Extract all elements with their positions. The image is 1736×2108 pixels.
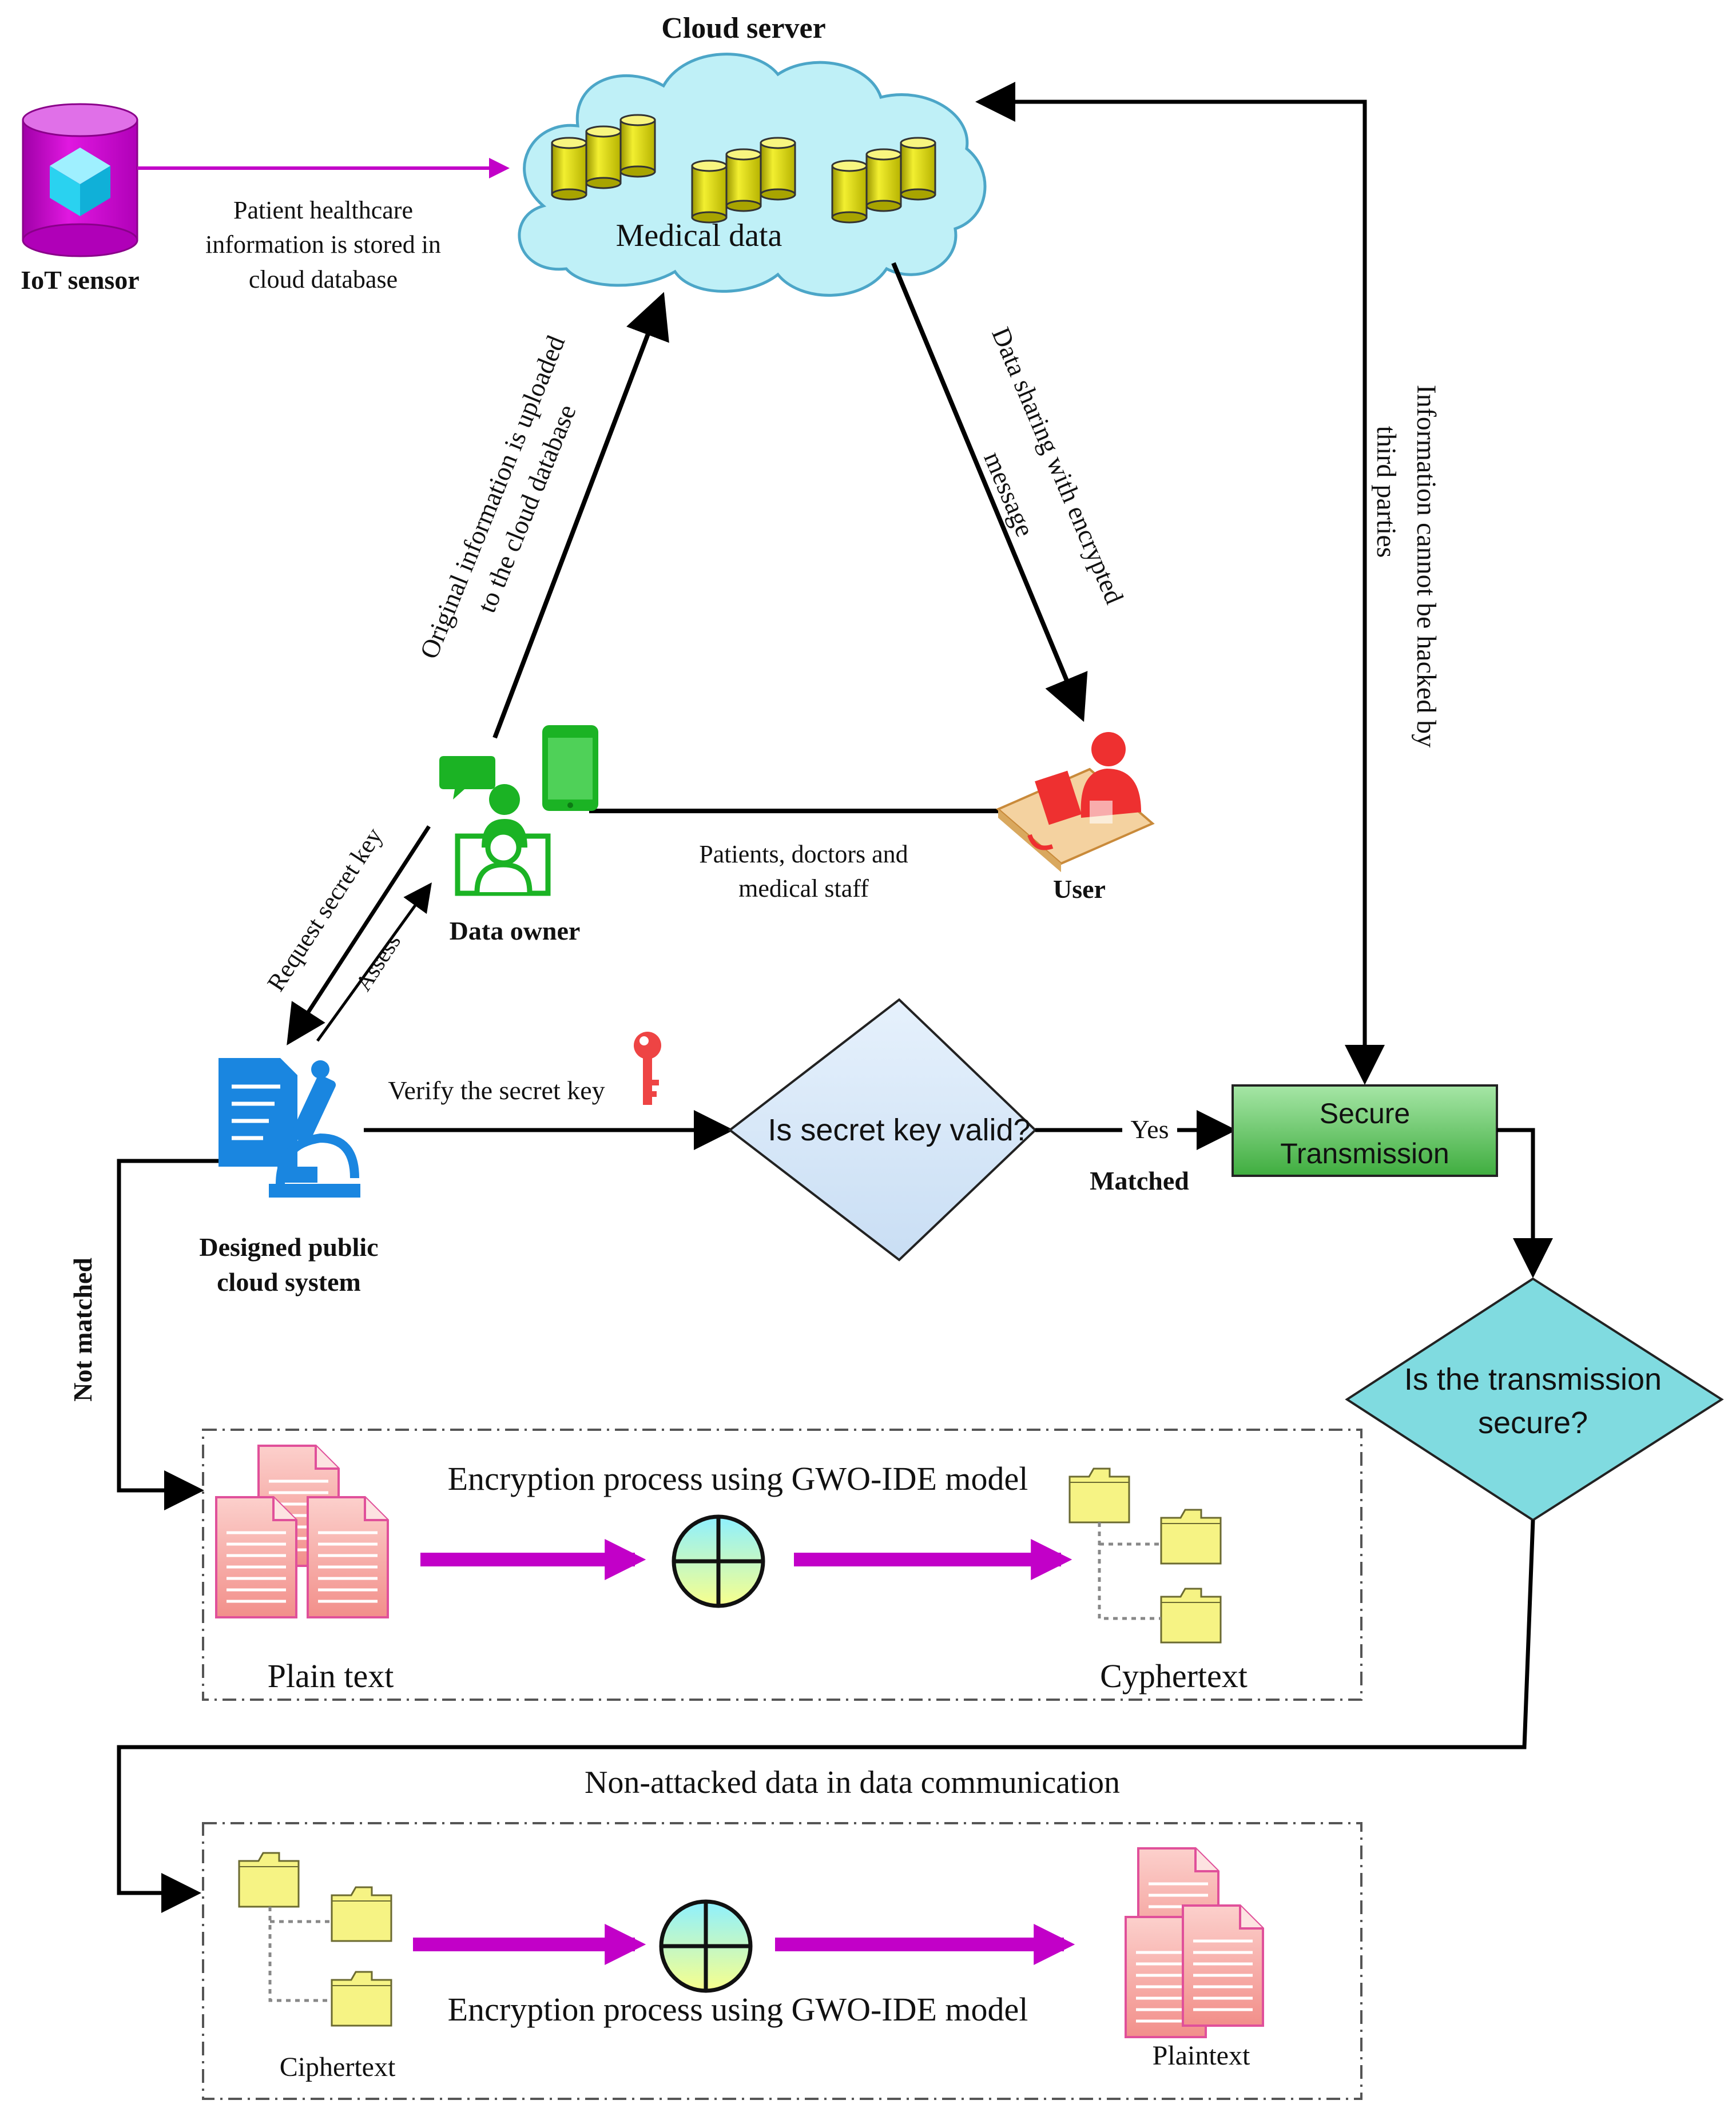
- plain-text-label: Plain text: [268, 1657, 394, 1695]
- secure-transmission-node: [1232, 1084, 1498, 1177]
- decryption-process-title: Encryption process using GWO-IDE model: [448, 1991, 1028, 2028]
- cube-icon: [50, 148, 110, 216]
- people-icon: [455, 784, 551, 896]
- medical-data-label: Medical data: [616, 218, 782, 253]
- plaintext-label: Plaintext: [1153, 2041, 1250, 2071]
- owner-to-cloud-arrow: [492, 292, 669, 739]
- transmission-secure-label-1: Is the transmission: [1404, 1362, 1662, 1397]
- cyphertext-label: Cyphertext: [1100, 1657, 1248, 1695]
- assess-arrow: [316, 882, 432, 1042]
- xor-cipher-icon: [661, 1902, 750, 1991]
- user-node: [996, 732, 1155, 872]
- secure-transmission-label-1: Secure: [1320, 1097, 1410, 1129]
- yes-label: Yes: [1131, 1115, 1169, 1144]
- yes-label-bg: [1122, 1113, 1177, 1145]
- public-cloud-label-2: cloud system: [217, 1267, 361, 1296]
- iot-sensor-node: [22, 103, 138, 257]
- not-matched-arrow: [117, 1159, 219, 1510]
- data-owner-node: [439, 725, 598, 896]
- owner-user-label-2: medical staff: [738, 874, 869, 902]
- data-owner-label: Data owner: [450, 916, 581, 945]
- folder-icon: [238, 1852, 392, 2027]
- tablet-icon: [542, 725, 598, 811]
- third-parties-label-1: Information cannot be hacked by: [1411, 385, 1441, 747]
- iot-to-cloud-label-1: Patient healthcare: [233, 196, 413, 224]
- secure-to-decision-arrow: [1497, 1128, 1553, 1278]
- cloud-to-user-arrow: [891, 262, 1088, 722]
- user-workstation-icon: [996, 732, 1155, 872]
- public-cloud-label-1: Designed public: [199, 1232, 378, 1262]
- document-microscope-icon: [219, 1058, 360, 1198]
- secure-transmission-label-2: Transmission: [1280, 1137, 1449, 1170]
- not-matched-label: Not matched: [68, 1258, 97, 1402]
- request-key-arrow: [287, 825, 431, 1045]
- iot-to-cloud-label-2: information is stored in: [205, 230, 441, 258]
- document-icon: [216, 1446, 388, 1617]
- decision-to-decryption-arrow: [117, 1520, 1535, 1913]
- third-parties-label-2: third parties: [1371, 426, 1401, 558]
- chat-icon: [439, 756, 495, 800]
- key-icon: [634, 1032, 661, 1105]
- cloud-to-secure-arrow: [979, 100, 1385, 1085]
- key-valid-decision: [728, 998, 1037, 1262]
- encryption-process-box: [202, 1429, 1362, 1701]
- cloud-server-title: Cloud server: [661, 12, 825, 45]
- encryption-process-title: Encryption process using GWO-IDE model: [448, 1460, 1028, 1497]
- assess-label: Assess: [350, 929, 406, 996]
- verify-key-label: Verify the secret key: [388, 1076, 605, 1105]
- key-valid-label: Is secret key valid?: [768, 1113, 1030, 1147]
- document-icon: [1126, 1848, 1263, 2037]
- folder-icon: [1068, 1467, 1222, 1644]
- transmission-secure-label-2: secure?: [1478, 1406, 1588, 1440]
- ciphertext-label: Ciphertext: [280, 2052, 396, 2082]
- owner-user-label-1: Patients, doctors and: [699, 840, 908, 868]
- transmission-secure-decision: [1345, 1277, 1724, 1522]
- decryption-process-box: [202, 1822, 1362, 2100]
- non-attacked-label: Non-attacked data in data communication: [585, 1765, 1120, 1800]
- iot-sensor-label: IoT sensor: [21, 265, 139, 295]
- iot-to-cloud-label-3: cloud database: [249, 265, 398, 293]
- public-cloud-node: [219, 1058, 360, 1198]
- xor-cipher-icon: [674, 1517, 763, 1606]
- matched-label: Matched: [1090, 1166, 1189, 1195]
- user-label: User: [1053, 874, 1106, 904]
